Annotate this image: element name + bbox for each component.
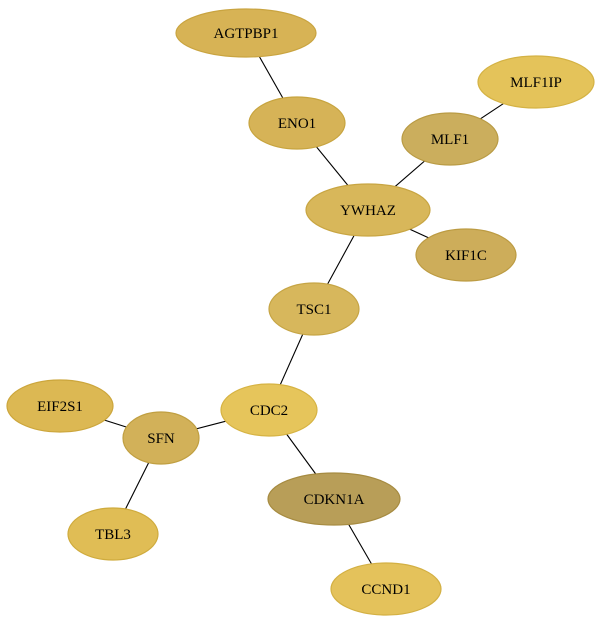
node-label: CDKN1A <box>304 492 365 508</box>
node-tbl3[interactable]: TBL3 <box>67 507 159 561</box>
node-ellipse[interactable] <box>477 55 595 109</box>
node-label: SFN <box>147 431 175 447</box>
node-label: ENO1 <box>278 116 316 132</box>
node-ellipse[interactable] <box>122 411 200 465</box>
node-label: MLF1 <box>431 132 469 148</box>
node-label: TBL3 <box>95 527 131 543</box>
node-kif1c[interactable]: KIF1C <box>415 228 517 282</box>
node-cdkn1a[interactable]: CDKN1A <box>267 472 401 526</box>
node-ellipse[interactable] <box>268 282 360 336</box>
node-ccnd1[interactable]: CCND1 <box>330 562 442 616</box>
node-ellipse[interactable] <box>267 472 401 526</box>
node-mlf1[interactable]: MLF1 <box>401 112 499 166</box>
node-label: CDC2 <box>250 403 288 419</box>
node-ellipse[interactable] <box>6 379 114 433</box>
node-label: YWHAZ <box>340 203 396 219</box>
node-label: KIF1C <box>445 248 487 264</box>
node-ellipse[interactable] <box>220 383 318 437</box>
node-label: TSC1 <box>296 302 331 318</box>
node-ywhaz[interactable]: YWHAZ <box>305 183 431 237</box>
node-ellipse[interactable] <box>248 96 346 150</box>
node-ellipse[interactable] <box>305 183 431 237</box>
node-ellipse[interactable] <box>415 228 517 282</box>
node-eif2s1[interactable]: EIF2S1 <box>6 379 114 433</box>
node-label: EIF2S1 <box>37 399 83 415</box>
node-tsc1[interactable]: TSC1 <box>268 282 360 336</box>
node-ellipse[interactable] <box>175 8 317 58</box>
node-agtpbp1[interactable]: AGTPBP1 <box>175 8 317 58</box>
node-ellipse[interactable] <box>330 562 442 616</box>
node-eno1[interactable]: ENO1 <box>248 96 346 150</box>
node-label: CCND1 <box>361 582 410 598</box>
node-sfn[interactable]: SFN <box>122 411 200 465</box>
node-ellipse[interactable] <box>401 112 499 166</box>
node-label: MLF1IP <box>510 75 562 91</box>
node-mlf1ip[interactable]: MLF1IP <box>477 55 595 109</box>
node-ellipse[interactable] <box>67 507 159 561</box>
node-cdc2[interactable]: CDC2 <box>220 383 318 437</box>
node-label: AGTPBP1 <box>213 26 278 42</box>
